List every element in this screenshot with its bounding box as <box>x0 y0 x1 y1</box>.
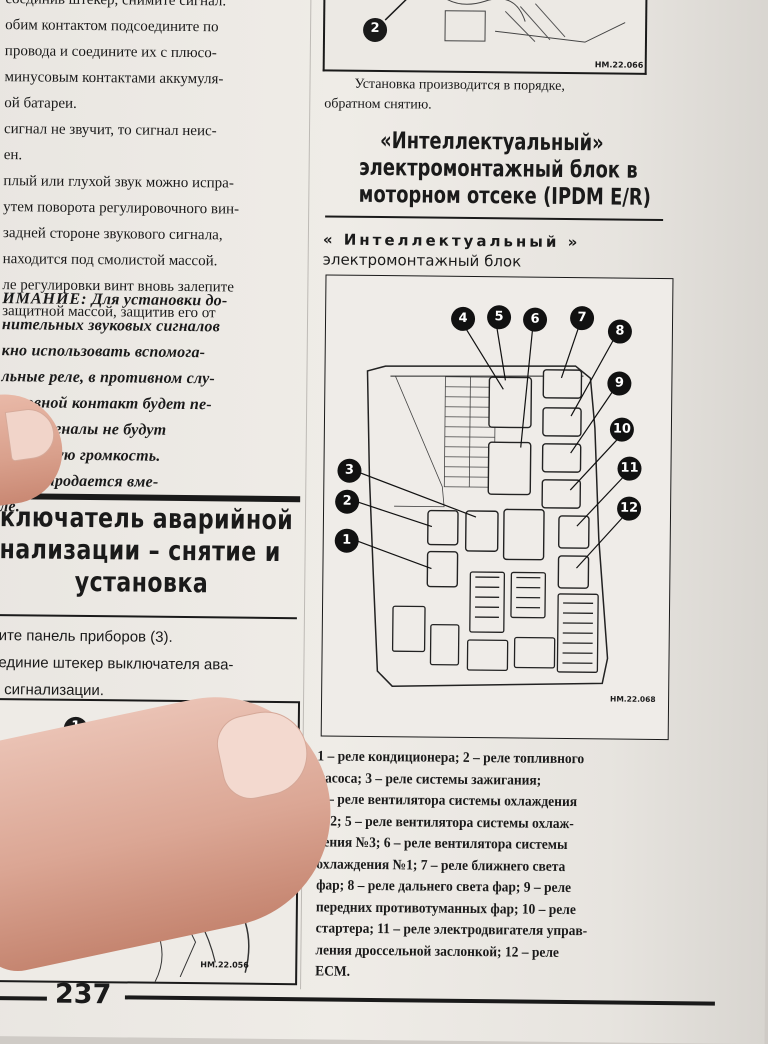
legend-line: дения №3; 6 – реле вентилятора системы <box>316 832 588 856</box>
top-figure-caption: Установка производится в порядке, обратн… <box>354 75 565 117</box>
legend-line: 4 – реле вентилятора системы охлаждения <box>317 789 589 813</box>
page-number: 237 <box>55 979 112 1011</box>
section-title-line: ключатель аварийной <box>0 502 293 537</box>
section-title-line: нализации – снятие и <box>0 534 293 569</box>
caption-line: Установка производится в порядке, <box>354 75 565 97</box>
callout-12: 12 <box>618 500 640 518</box>
text-line: задней стороне звукового сигнала, <box>3 220 239 248</box>
legend-line: 1 – реле кондиционера; 2 – реле топливно… <box>317 746 589 770</box>
ipdm-section-title: «Интеллектуальный» электромонтажный блок… <box>321 127 662 212</box>
text-line: утем поворота регулировочного вин- <box>3 194 239 222</box>
figure-title-line: электромонтажный блок <box>323 249 581 272</box>
procedure-text: ите панель приборов (3). единие штекер в… <box>0 622 234 705</box>
section-title-line: «Интеллектуальный» <box>359 128 624 158</box>
text-line: ен. <box>4 142 240 170</box>
legend-line: ления дроссельной заслонкой; 12 – реле <box>315 940 587 964</box>
section-title-line: моторном отсеке (IPDM E/R) <box>359 182 624 212</box>
footer-rule <box>0 996 47 1001</box>
callout-7: 7 <box>571 309 593 327</box>
warning-line: льные реле, в противном слу- <box>1 364 226 392</box>
callout-11: 11 <box>618 460 640 478</box>
section-title-line: электромонтажный блок в <box>359 155 624 185</box>
figure-code: HM.22.066 <box>595 60 644 70</box>
section-title-line: установка <box>0 566 293 601</box>
figure-callout: 2 <box>367 21 383 36</box>
section-rule <box>0 614 297 619</box>
callout-10: 10 <box>611 420 633 438</box>
text-line: обим контактом подсоедините по <box>5 12 241 40</box>
callout-9: 9 <box>608 374 630 392</box>
legend-line: насоса; 3 – реле системы зажигания; <box>317 768 589 792</box>
callout-4: 4 <box>452 310 474 328</box>
warning-line: нительных звуковых сигналов <box>2 312 227 340</box>
callout-3: 3 <box>338 462 360 480</box>
figure-title-line: « Интеллектуальный » <box>323 229 581 252</box>
figure-code: HM.22.056 <box>200 960 249 970</box>
legend-line: №2; 5 – реле вентилятора системы охлаж- <box>317 811 589 835</box>
procedure-line: единие штекер выключателя ава- <box>0 649 234 678</box>
warning-line: кно использовать вспомога- <box>2 338 227 366</box>
ipdm-diagram: 1 2 3 4 5 6 7 8 9 10 11 12 HM.22.068 <box>321 274 674 740</box>
legend-line: передних противотуманных фар; 10 – реле <box>316 897 588 921</box>
warning-title: ИМАНИЕ: <box>2 290 87 308</box>
figure-legend: 1 – реле кондиционера; 2 – реле топливно… <box>315 746 589 985</box>
procedure-line: ите панель приборов (3). <box>0 622 234 651</box>
callout-6: 6 <box>524 311 546 329</box>
legend-line: фар; 8 – реле дальнего света фар; 9 – ре… <box>316 875 588 899</box>
legend-line: стартера; 11 – реле электродвигателя упр… <box>316 918 588 942</box>
text-line: плый или глухой звук можно испра- <box>3 168 239 196</box>
section-rule <box>325 215 663 221</box>
text-line: сигнал не звучит, то сигнал неис- <box>4 116 240 144</box>
figure-code: HM.22.068 <box>610 694 656 703</box>
callout-8: 8 <box>609 322 631 340</box>
intro-text: соединив штекер, снимите сигнал. обим ко… <box>2 0 241 327</box>
text-line: провода и соедините их с плюсо- <box>5 38 241 66</box>
text-line: минусовым контактами аккумуля- <box>4 64 240 92</box>
callout-5: 5 <box>488 308 510 326</box>
top-figure: 2 HM.22.066 <box>323 0 648 75</box>
footer-rule <box>125 995 715 1005</box>
text-line: находится под смолистой массой. <box>3 246 239 274</box>
legend-line: охлаждения №1; 7 – реле ближнего света <box>316 854 588 878</box>
figure-title: « Интеллектуальный » электромонтажный бл… <box>323 229 581 272</box>
text-line: ой батареи. <box>4 90 240 118</box>
warning-text: Для установки до- <box>92 291 228 309</box>
legend-line: ECM. <box>315 961 587 985</box>
callout-2: 2 <box>336 493 358 511</box>
caption-line: обратном снятию. <box>324 94 565 117</box>
callout-1: 1 <box>336 532 358 550</box>
